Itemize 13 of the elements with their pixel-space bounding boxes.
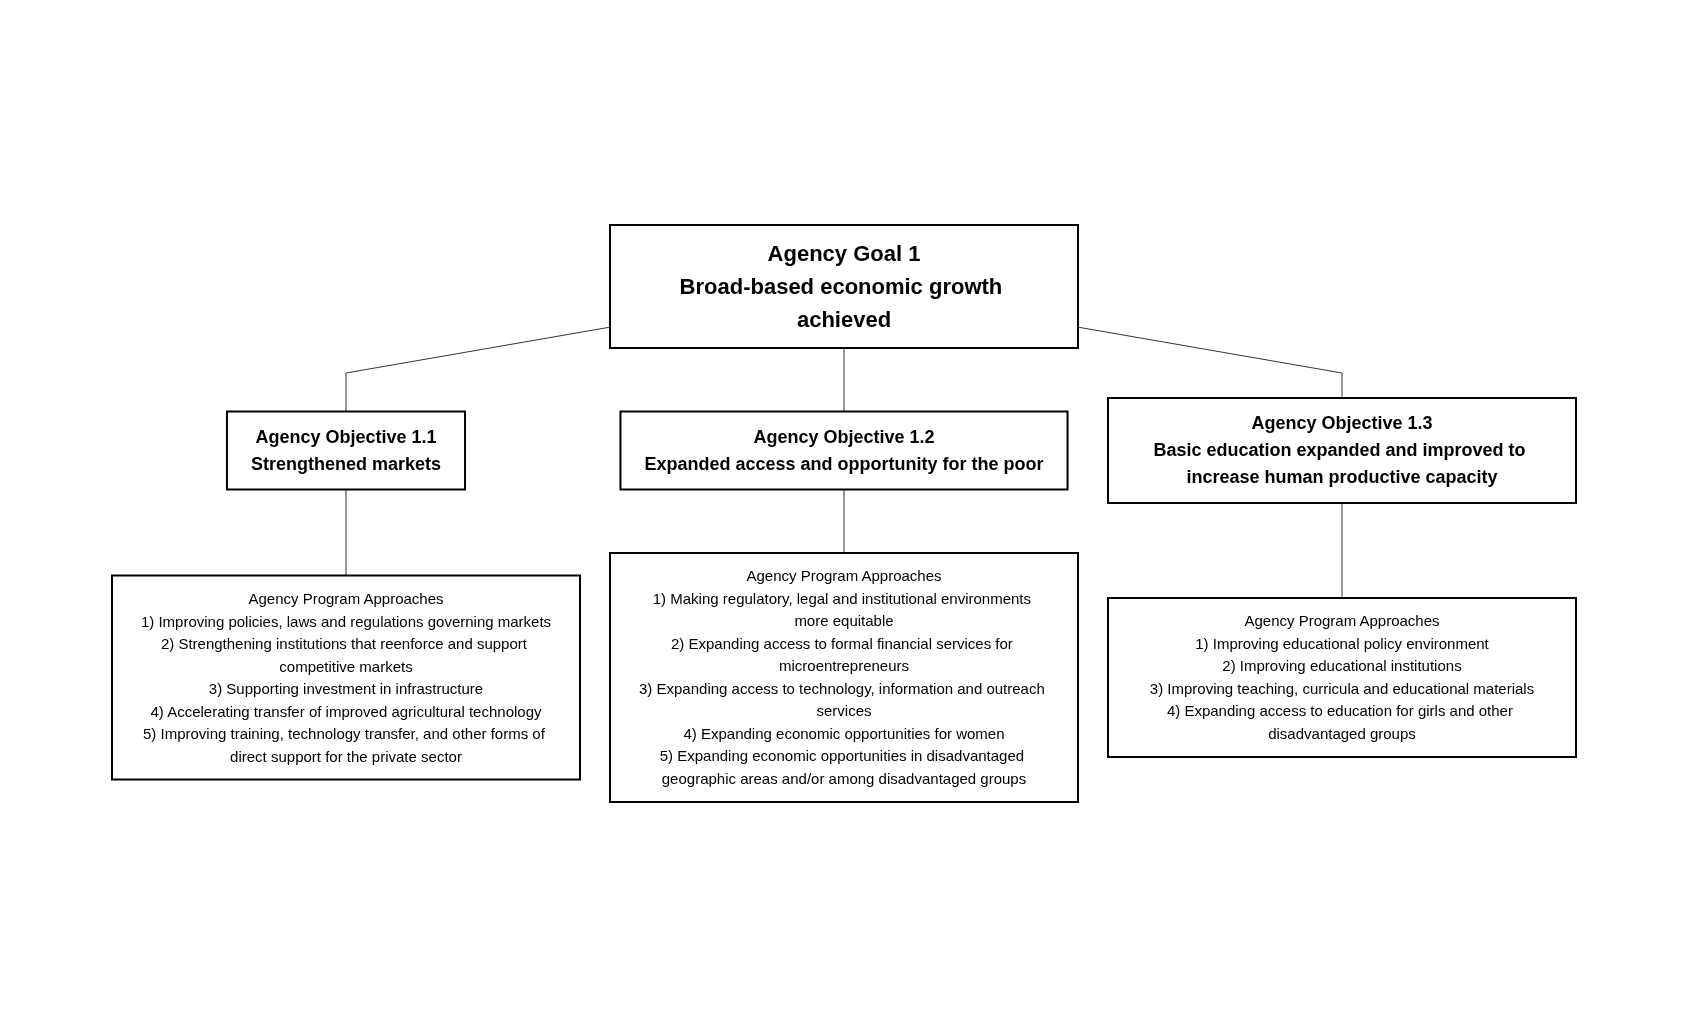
connector: [345, 488, 346, 576]
node-box: Agency Objective 1.2 Expanded access and opportunity for the poor: [618, 410, 1069, 490]
node-box: Agency Objective 1.3 Basic education expanded and improved to increase human productive capacity: [1106, 396, 1577, 504]
node-box: Agency Program Approaches 1) Improving educational policy environment 2) Improving educational institutions 3) Improving teaching, curricula and educational materials 4) Expanding access to education for girls and other disadvantaged groups: [1106, 596, 1577, 758]
connector: [843, 488, 844, 553]
node-box: Agency Program Approaches 1) Making regulatory, legal and institutional environments more equitable 2) Expanding access to formal financial services for microentrepreneurs 3) Expanding access to technology, information and outreach services 4) Expanding economic opportunities for women 5) Expanding economic opportunities in disadvantaged geographic areas and/or among disadvantaged groups: [608, 551, 1079, 803]
node-box: Agency Program Approaches 1) Improving policies, laws and regulations governing markets 2) Strengthening institutions that reenforce and support competitive markets 3) Supporting investment in infrastructure 4) Accelerating transfer of improved agricultural technology 5) Improving training, technology transfer, and other forms of direct support for the private sector: [110, 574, 581, 780]
node-box: Agency Goal 1 Broad-based economic growth achieved: [608, 223, 1079, 349]
connector: [1341, 502, 1342, 598]
connector: [843, 347, 844, 412]
node-box: Agency Objective 1.1 Strengthened markets: [225, 410, 466, 490]
connector: [345, 326, 610, 412]
connector: [1077, 326, 1342, 398]
